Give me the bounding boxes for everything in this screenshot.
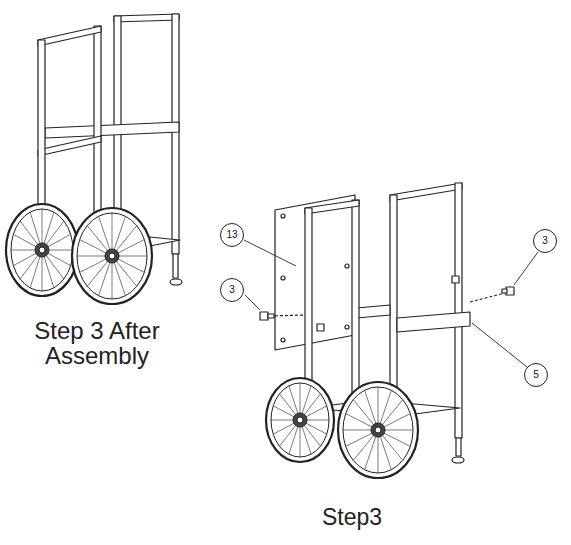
wheel [338, 382, 418, 478]
callout-number: 5 [533, 370, 539, 380]
wheel [72, 208, 152, 304]
wheel [6, 204, 78, 296]
wheel [266, 378, 334, 462]
callout-number: 3 [229, 285, 235, 295]
callout-circle: 5 [524, 363, 548, 387]
leader-lines [244, 240, 538, 367]
callout-circle: 3 [220, 278, 244, 302]
callout-circle: 13 [220, 223, 244, 247]
callout-number: 3 [542, 236, 548, 246]
step-caption: Step 3 After Assembly [17, 318, 177, 368]
bar-part-5 [397, 312, 470, 332]
callout-circle: 3 [533, 229, 557, 253]
callout-number: 13 [226, 230, 237, 240]
screw-part-3 [260, 276, 514, 331]
panel-part-13 [275, 195, 355, 350]
step-caption: Step3 [297, 505, 407, 529]
